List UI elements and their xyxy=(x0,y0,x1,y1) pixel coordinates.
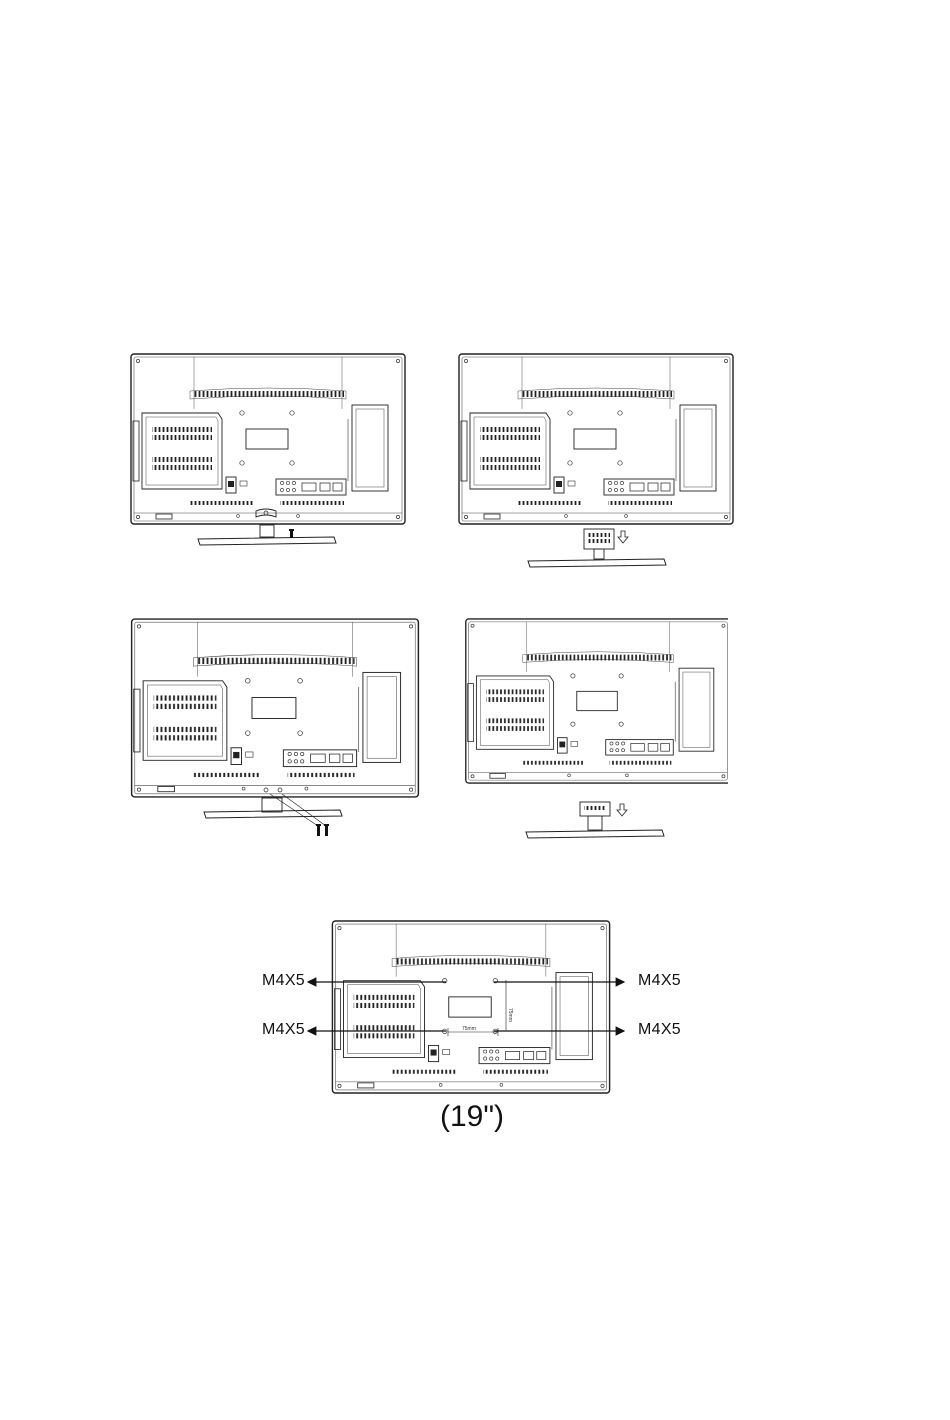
screw-icon xyxy=(270,794,329,836)
stand-bracket xyxy=(580,802,610,830)
step-2-remove-stand xyxy=(456,353,734,573)
screw-label-bottom-left: M4X5 xyxy=(262,1021,305,1039)
stand-base xyxy=(526,830,664,838)
step-4-remove-stand xyxy=(458,618,728,846)
screw-label-bottom-right: M4X5 xyxy=(638,1021,681,1039)
screw-icon xyxy=(289,529,294,538)
hollow-down-arrow-icon xyxy=(618,531,628,543)
hollow-down-arrow-icon xyxy=(617,804,627,816)
screw-label-top-left: M4X5 xyxy=(262,972,305,990)
screw-callout-arrows xyxy=(300,970,640,1040)
stand-bracket xyxy=(584,529,614,559)
step-1-tv-with-stand xyxy=(128,353,410,551)
screw-label-top-right: M4X5 xyxy=(638,972,681,990)
stand-base xyxy=(204,810,342,818)
size-caption: (19") xyxy=(440,1100,504,1134)
stand-base xyxy=(198,537,336,545)
stand-base xyxy=(528,559,666,567)
step-3-tv-stand-screws xyxy=(128,618,424,848)
